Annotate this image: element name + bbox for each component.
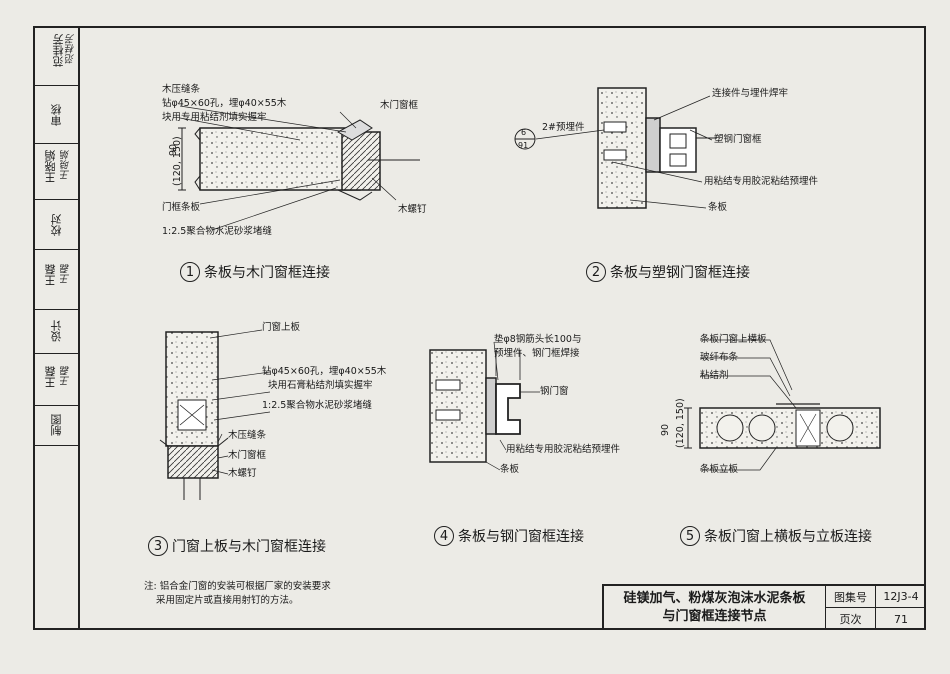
caption-detail-5: 5 条板门窗上横板与立板连接 [680,526,872,546]
dim-thickness-alt: (120, 150) [172,136,183,186]
label-wood-screw: 木螺钉 [398,204,427,215]
label-adhesive-embed: 用粘结专用胶泥粘结预埋件 [704,176,819,187]
detail-title: 条板与塑钢门窗框连接 [610,265,750,281]
page-number: 71 [894,612,908,626]
label-adhesive-embed: 用粘结专用胶泥粘结预埋件 [506,444,621,455]
label-wood-strip: 木压缝条 [228,430,267,441]
label-wood-strip: 木压缝条 [162,84,201,95]
label-lintel-panel: 条板门窗上横板 [700,334,767,345]
detail-2-drawing [514,87,716,209]
label-drill-hole: 钻φ45×60孔，埋φ40×55木 [262,366,387,377]
page-label: 页次 [826,608,876,630]
label-steel-frame: 钢门窗 [540,386,569,397]
detail-number: 5 [680,526,700,546]
caption-detail-3: 3 门窗上板与木门窗框连接 [148,536,326,556]
label-gypsum-adhesive: 块用石膏粘结剂填实握牢 [268,380,373,391]
label-pvc-frame: 塑钢门窗框 [714,134,762,145]
caption-detail-2: 2 条板与塑钢门窗框连接 [586,262,750,282]
detail-title: 门窗上板与木门窗框连接 [172,539,326,555]
detail-title: 条板与钢门窗框连接 [458,529,584,545]
wall-panel [597,87,647,209]
label-rebar-weld: 垫φ8钢筋头长100与 [494,334,582,345]
detail-3-drawing [159,329,271,500]
detail-number: 3 [148,536,168,556]
drawing-title-line: 与门窗框连接节点 [662,609,767,624]
sig-row: 校对 [33,200,78,250]
note-line: 采用固定片或直接用射钉的方法。 [156,595,299,606]
dim-thickness-alt: (120, 150) [675,398,686,448]
label-panel: 条板 [708,202,728,213]
wall-panel [199,127,361,191]
drawing-frame [33,26,926,630]
detail-title: 条板与木门窗框连接 [204,265,330,281]
signature-strip: 范桂芳 范桂芳 审核 王晓娟 王晓娟 校对 王磊 王磊 设计 王磊 王磊 制图 [33,26,78,446]
label-fill-adhesive: 块用专用粘结剂填实握牢 [162,112,267,123]
sig-row: 设计 [33,310,78,354]
label-wood-screw: 木螺钉 [228,468,257,479]
label-frame-panel: 门框条板 [162,202,201,213]
ref-detail-number: 6 [521,128,527,137]
ref-page-number: 91 [518,141,529,150]
note: 注: 铝合金门窗的安装可根据厂家的安装要求 采用固定片或直接用射钉的方法。 [144,580,331,608]
label-mortar-seal: 1:2.5聚合物水泥砂浆堵缝 [162,226,272,237]
detail-4-drawing [429,341,540,471]
label-rebar-weld-2: 预埋件、钢门框焊接 [494,348,580,359]
label-weld-connector: 连接件与埋件焊牢 [712,88,789,99]
wood-frame [167,445,219,479]
sig-row: 王磊 王磊 [33,354,78,406]
detail-number: 4 [434,526,454,546]
note-line: 注: 铝合金门窗的安装可根据厂家的安装要求 [144,581,331,592]
label-fiberglass-strip: 玻纤布条 [700,352,739,363]
sig-row: 范桂芳 范桂芳 [33,26,78,86]
caption-detail-1: 1 条板与木门窗框连接 [180,262,330,282]
detail-title: 条板门窗上横板与立板连接 [704,529,872,545]
label-panel: 条板 [500,464,520,475]
wood-frame [341,131,381,191]
drawing-title: 硅镁加气、粉煤灰泡沫水泥条板 与门窗框连接节点 [604,586,826,630]
label-wood-frame: 木门窗框 [380,100,419,111]
caption-detail-4: 4 条板与钢门窗框连接 [434,526,584,546]
label-mortar-seal: 1:2.5聚合物水泥砂浆堵缝 [262,400,372,411]
label-lintel-panel: 门窗上板 [262,322,301,333]
atlas-number: 12J3-4 [876,586,926,608]
sig-row: 审核 [33,86,78,144]
drawing-area [78,26,926,630]
atlas-label: 图集号 [826,586,876,608]
detail-5-drawing [684,339,881,471]
label-wood-frame: 木门窗框 [228,450,267,461]
label-embedded-part: 2#预埋件 [542,122,585,133]
steel-frame [495,383,521,435]
sig-row: 制图 [33,406,78,446]
sig-row: 王晓娟 王晓娟 [33,144,78,200]
dim-thickness: 90 [660,423,671,436]
detail-number: 2 [586,262,606,282]
drawing-title-line: 硅镁加气、粉煤灰泡沫水泥条板 [623,591,806,606]
wall-panel [429,349,487,463]
detail-number: 1 [180,262,200,282]
label-adhesive: 粘结剂 [700,370,729,381]
detail-1-drawing [178,105,420,231]
title-block: 硅镁加气、粉煤灰泡沫水泥条板 与门窗框连接节点 图集号 12J3-4 页次 71 [602,584,926,630]
label-vertical-panel: 条板立板 [700,464,739,475]
sig-row: 王磊 王磊 [33,250,78,310]
label-drill-hole: 钻φ45×60孔，埋φ40×55木 [162,98,287,109]
